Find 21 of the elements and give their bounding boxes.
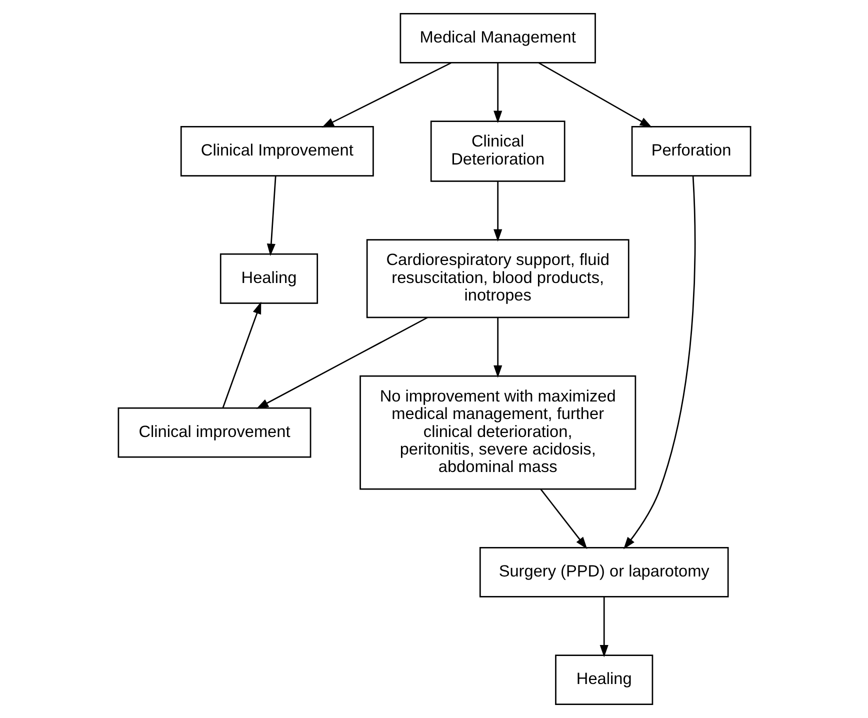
arrow <box>540 488 587 550</box>
arrow <box>266 176 276 256</box>
node-box: Cardiorespiratory support, fluid resuscitation, blood products, inotropes <box>366 239 629 318</box>
arrow <box>538 62 652 128</box>
node-box: Surgery (PPD) or laparotomy <box>478 547 728 598</box>
node-box: Clinical Improvement <box>180 126 374 176</box>
arrow <box>321 62 451 128</box>
arrow <box>256 316 428 409</box>
node-box: Healing <box>554 654 653 706</box>
arrow <box>493 182 502 242</box>
node-box: No improvement with maximized medical management, further clinical deterioration, peritonitis, severe acidosis, abdominal mass <box>359 375 636 490</box>
node-box: Clinical Deterioration <box>430 120 565 182</box>
arrow <box>599 596 608 658</box>
node-box: Perforation <box>630 126 751 176</box>
arrow <box>493 318 502 378</box>
arrow <box>622 176 696 550</box>
arrow <box>493 62 502 124</box>
arrow <box>222 302 261 408</box>
node-box: Medical Management <box>399 12 596 64</box>
node-box: Clinical improvement <box>117 407 311 458</box>
node-box: Healing <box>219 253 318 304</box>
